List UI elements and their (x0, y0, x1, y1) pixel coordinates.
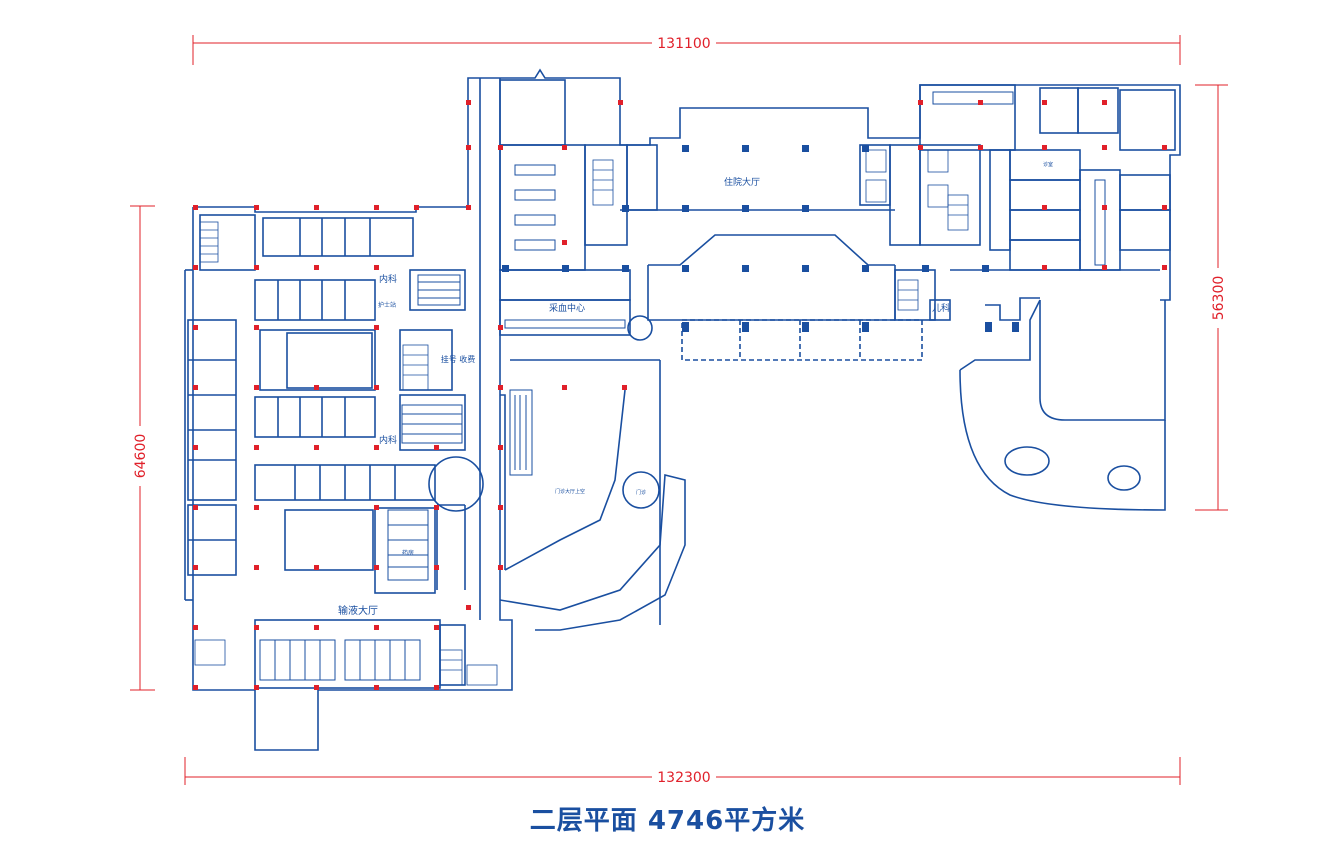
label-internal-med-2: 内科 (379, 434, 397, 446)
dimension-left: 64600 (133, 434, 149, 479)
columns-blue (502, 145, 1019, 332)
label-pharmacy: 药房 (402, 549, 414, 557)
label-internal-med-1: 内科 (379, 273, 397, 285)
label-clinic-lobby-upper: 门诊大厅上空 (555, 488, 585, 495)
stairs (194, 149, 969, 686)
label-blood-center: 采血中心 (549, 302, 585, 314)
columns-red (193, 100, 1167, 690)
walls (184, 68, 1181, 751)
label-consulting: 诊室 (1043, 161, 1053, 168)
label-inpatient-lobby: 住院大厅 (724, 176, 760, 188)
label-registration: 挂号 收费 (441, 354, 476, 364)
label-nurse-station: 护士站 (378, 301, 396, 309)
dimension-right: 56300 (1211, 276, 1227, 321)
dimension-lines (130, 35, 1228, 785)
dimension-top: 131100 (657, 36, 710, 52)
label-infusion-hall: 输液大厅 (338, 604, 378, 617)
dimension-bottom: 132300 (657, 770, 710, 786)
room-labels: 住院大厅 输液大厅 采血中心 内科 内科 儿科 护士站 挂号 收费 门诊大厅上空… (338, 161, 1053, 617)
label-pediatrics: 儿科 (932, 302, 950, 314)
label-gate: 门诊 (636, 489, 646, 496)
plan-title: 二层平面 4746平方米 (529, 806, 806, 836)
seating-rows (259, 91, 1106, 681)
